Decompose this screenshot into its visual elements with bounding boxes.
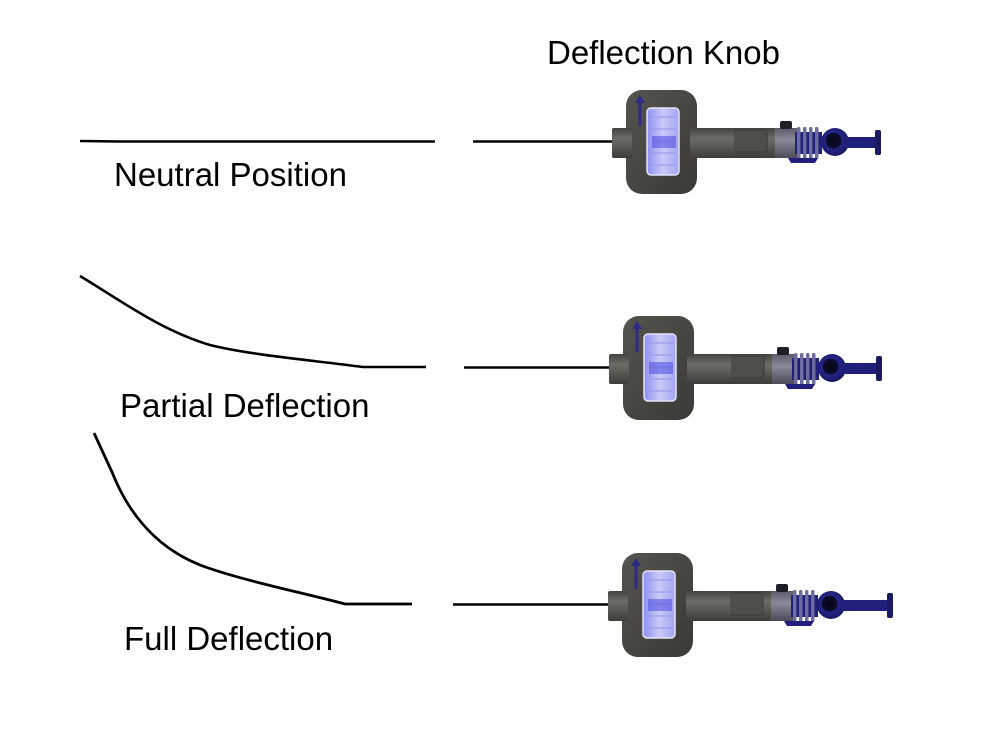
diagram-title: Deflection Knob [547,34,780,71]
handle-front [608,591,628,621]
connector-ridge [811,590,815,622]
connector-base [784,621,814,626]
connector-base [788,158,818,163]
connector-ridge [794,353,798,385]
label-partial-deflection: Partial Deflection [120,387,370,424]
connector-sleeve [772,354,794,384]
handle-front [609,354,629,384]
connector-sleeve [775,128,797,158]
handle-mid [686,591,730,621]
handle-window [727,355,765,379]
catheter-partial [79,274,612,369]
luer-tube [845,137,877,148]
connector-ridge [803,127,807,159]
connector-sleeve [771,591,793,621]
handle-mid [690,128,734,158]
handle-device-neutral [612,90,881,194]
catheter-neutral [79,139,616,143]
luer-tube [841,600,889,611]
ball-valve [821,128,849,156]
catheter-full [92,432,610,606]
label-neutral-position: Neutral Position [114,156,347,193]
handle-window [726,592,764,616]
connector-ridge [799,590,803,622]
catheter-tip-full [92,432,412,606]
arrow-head-icon [631,558,641,566]
connector-ridge [793,590,797,622]
ball-valve [817,591,845,619]
connector-ridge [800,353,804,385]
handle-device-partial [609,316,882,420]
luer-flange [875,130,881,155]
luer-flange [876,356,882,381]
connector-ridge [815,127,819,159]
catheter-tip-partial [79,274,426,369]
connector-ridge [812,353,816,385]
ball-valve [818,354,846,382]
catheter-tip-neutral [79,139,435,143]
handle-mid [687,354,731,384]
connector-base [785,384,815,389]
knob-wheel-center [649,362,673,374]
connector-ridge [805,590,809,622]
handle-front [612,128,632,158]
connector-ridge [809,127,813,159]
connector-ridge [806,353,810,385]
arrow-head-icon [635,95,645,103]
connector-ridge [797,127,801,159]
handle-device-full [608,553,893,657]
sleeve-button [777,347,789,355]
luer-flange [887,593,893,618]
luer-tube [842,363,878,374]
sleeve-button [776,584,788,592]
handle-window [730,129,768,153]
knob-wheel-center [652,136,676,148]
label-full-deflection: Full Deflection [124,620,334,657]
arrow-head-icon [632,321,642,329]
sleeve-button [780,121,792,129]
knob-wheel-center [648,599,672,611]
